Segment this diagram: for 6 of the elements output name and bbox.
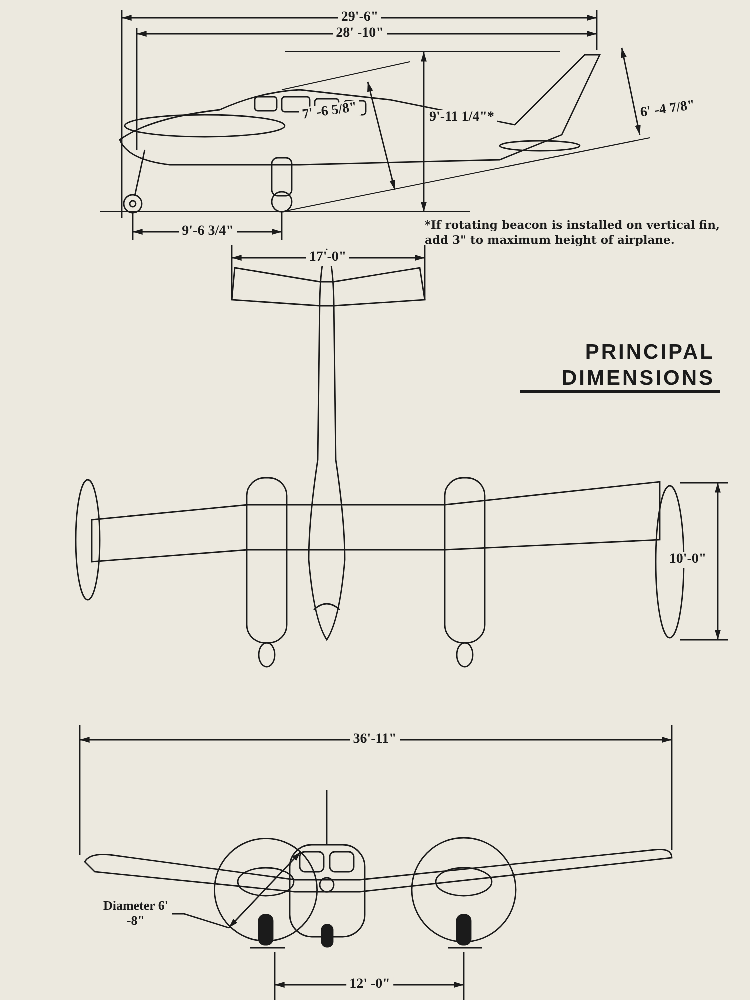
dimension-label: 17'-0" bbox=[306, 250, 350, 266]
propeller-disc bbox=[214, 838, 318, 942]
leader-line bbox=[172, 913, 230, 929]
title: PRINCIPAL DIMENSIONS bbox=[560, 340, 715, 392]
footnote: *If rotating beacon is installed on vertical fin, add 3" to maximum height of airplane. bbox=[425, 218, 722, 248]
dimension-label: Diameter 6' -8" bbox=[102, 898, 170, 928]
